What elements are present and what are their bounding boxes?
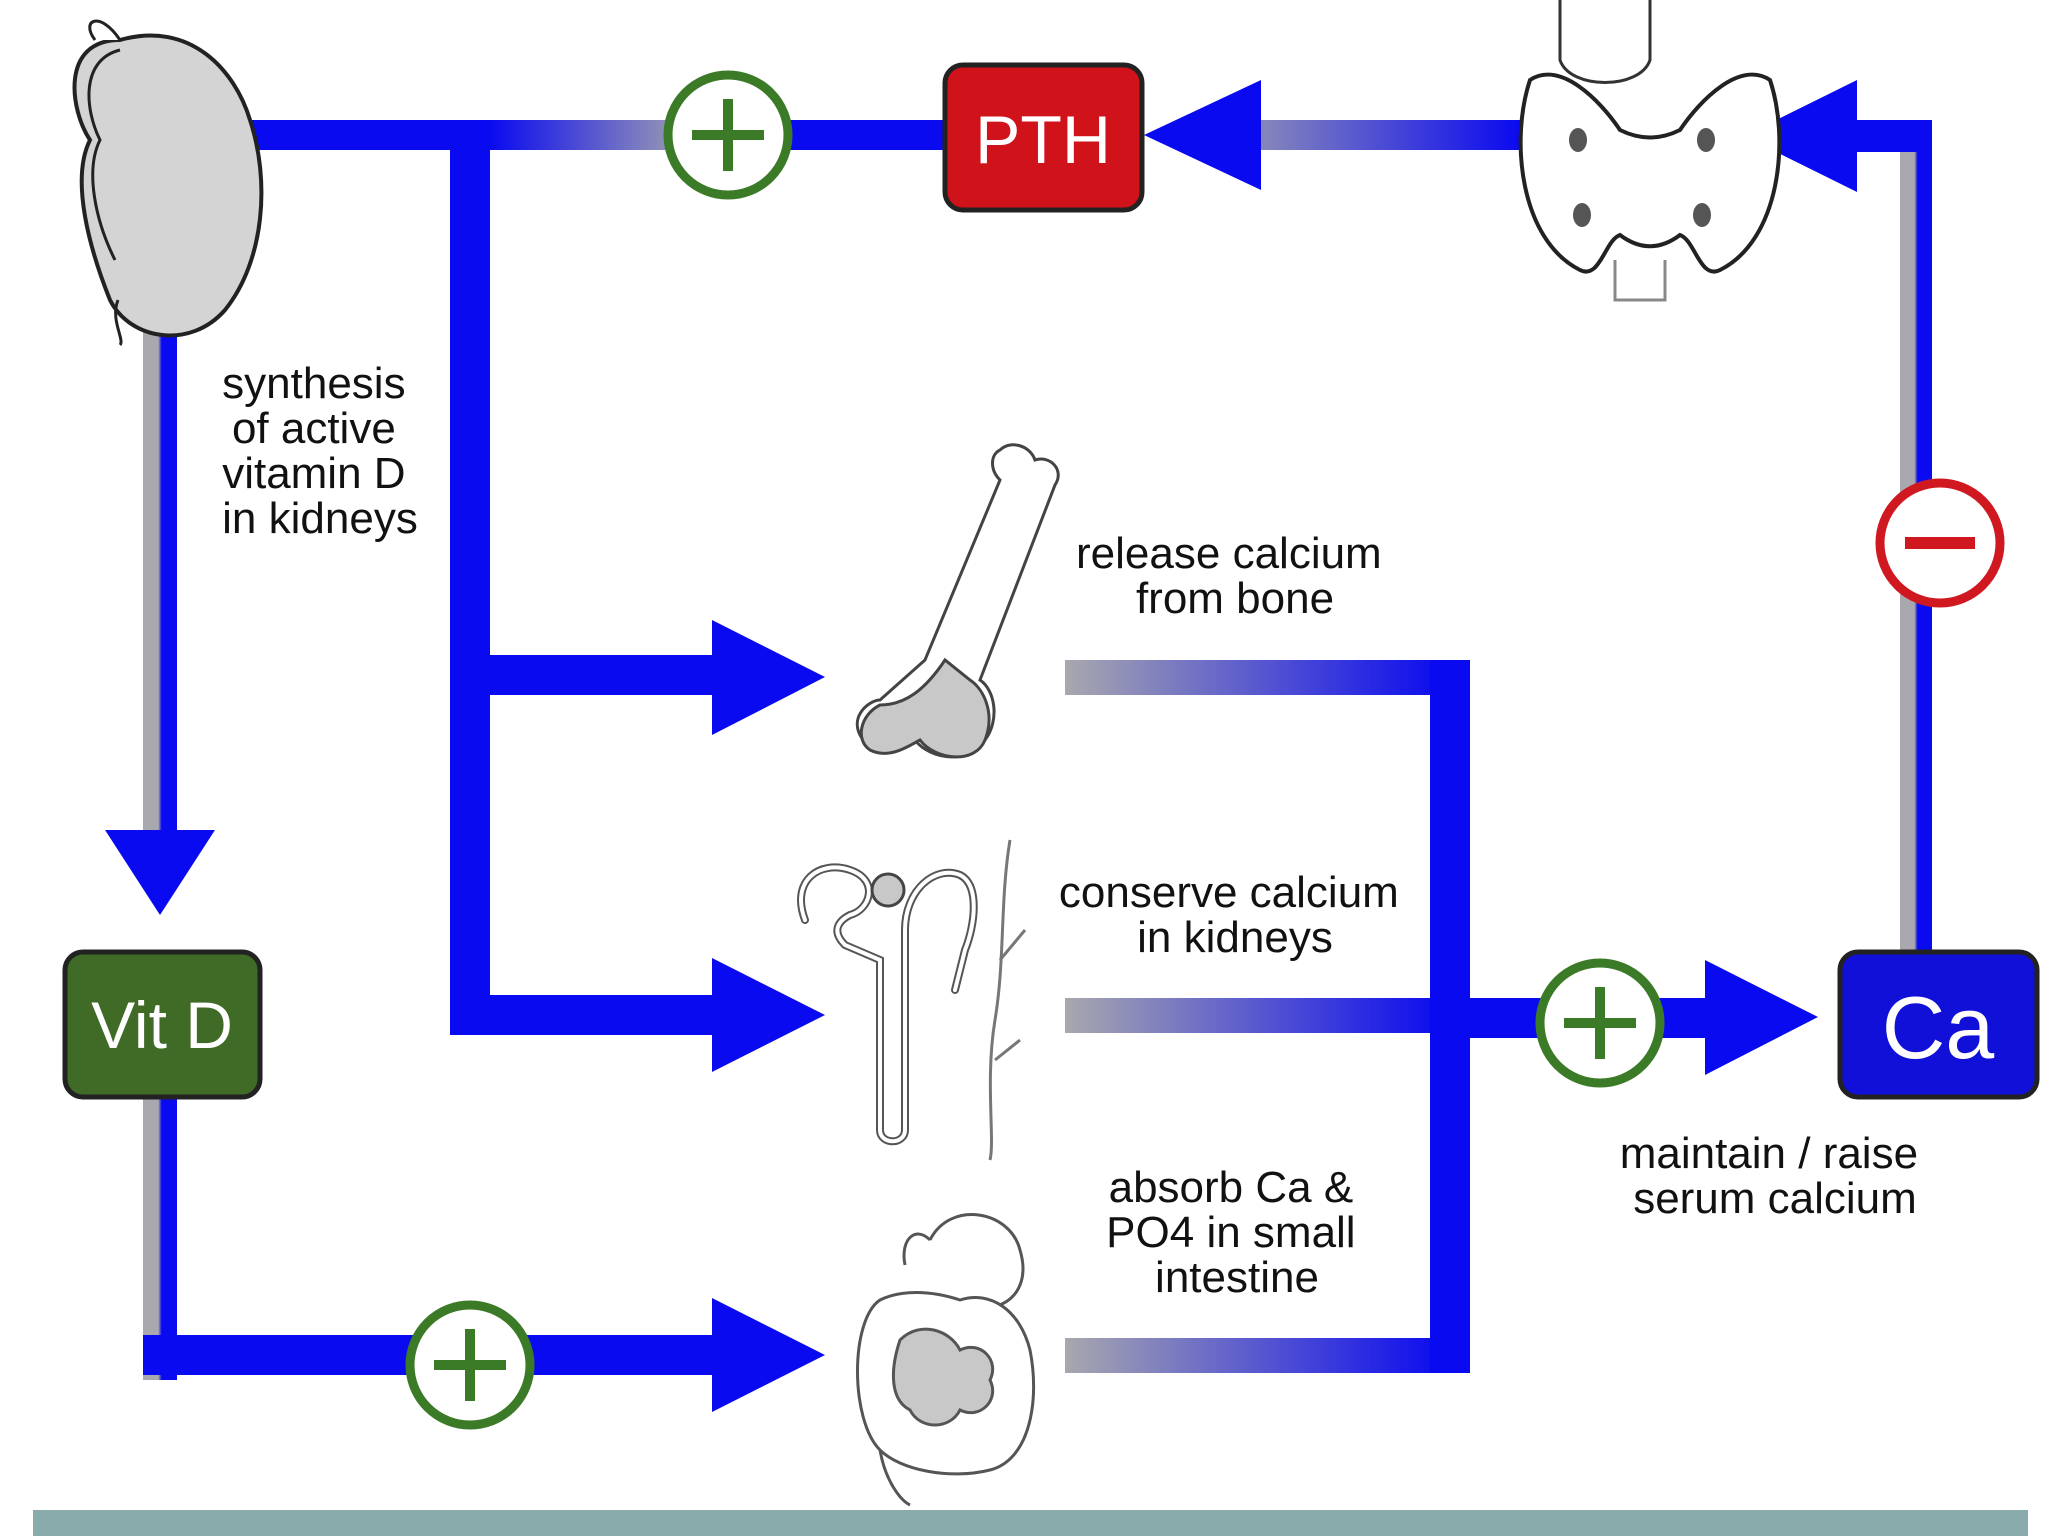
vitd-label: Vit D xyxy=(91,988,233,1062)
femur-bone-icon xyxy=(856,443,1060,759)
serum-line-1: maintain / raise xyxy=(1620,1129,1918,1178)
kidney-icon xyxy=(72,19,264,347)
bone-line-2: from bone xyxy=(1136,574,1334,623)
intestine-line-1: absorb Ca & xyxy=(1109,1163,1354,1212)
connector-vitd-down xyxy=(143,1080,177,1380)
connector-from-bone xyxy=(1065,660,1445,695)
intestine-line-2: PO4 in small xyxy=(1106,1208,1355,1257)
plus-sign-serum-calcium xyxy=(1535,958,1665,1088)
arrow-into-bone xyxy=(712,620,825,735)
kidney-line-1: conserve calcium xyxy=(1059,868,1399,917)
synthesis-line-2: of active xyxy=(232,404,396,453)
bone-line-1: release calcium xyxy=(1076,529,1382,578)
synthesis-line-1: synthesis xyxy=(222,359,405,408)
arrow-into-ca xyxy=(1705,960,1818,1075)
parathyroid-gland-icon xyxy=(1518,0,1782,302)
arrow-into-vitd xyxy=(105,830,215,915)
plus-sign-pth-stimulation xyxy=(663,70,793,200)
arrow-into-intestine xyxy=(712,1298,825,1412)
serum-calcium-label: maintain / raise serum calcium xyxy=(1620,1129,1931,1223)
pth-label: PTH xyxy=(975,102,1111,178)
bone-label: release calcium from bone xyxy=(1076,529,1394,623)
arrow-into-pth xyxy=(1144,80,1261,190)
synthesis-line-4: in kidneys xyxy=(222,494,418,543)
connector-kidney-to-vitd xyxy=(143,330,177,850)
connector-to-bone xyxy=(450,655,730,695)
connector-from-intestine xyxy=(1065,1338,1445,1373)
bottom-frame-bar xyxy=(33,1510,2028,1536)
synthesis-line-3: vitamin D xyxy=(222,449,405,498)
synthesis-label: synthesis of active vitamin D in kidneys xyxy=(222,359,418,543)
arrow-into-nephron xyxy=(712,958,825,1072)
connector-from-nephron xyxy=(1065,998,1445,1033)
connector-to-nephron xyxy=(450,995,730,1035)
arrow-into-parathyroid xyxy=(1744,80,1857,192)
intestine-icon xyxy=(856,1213,1036,1507)
plus-sign-vitd-absorption xyxy=(405,1300,535,1430)
serum-line-2: serum calcium xyxy=(1633,1174,1917,1223)
kidney-conserve-label: conserve calcium in kidneys xyxy=(1059,868,1411,962)
nephron-icon xyxy=(797,839,1027,1161)
pth-node: PTH xyxy=(942,62,1145,213)
kidney-line-2: in kidneys xyxy=(1137,913,1333,962)
minus-sign-negative-feedback xyxy=(1875,478,2005,608)
ca-node: Ca xyxy=(1837,949,2040,1100)
intestine-line-3: intestine xyxy=(1155,1253,1319,1302)
ca-label: Ca xyxy=(1882,978,1995,1077)
intestine-label: absorb Ca & PO4 in small intestine xyxy=(1106,1163,1368,1302)
connector-pth-branch-vertical xyxy=(450,120,490,1035)
vitd-node: Vit D xyxy=(62,949,263,1100)
